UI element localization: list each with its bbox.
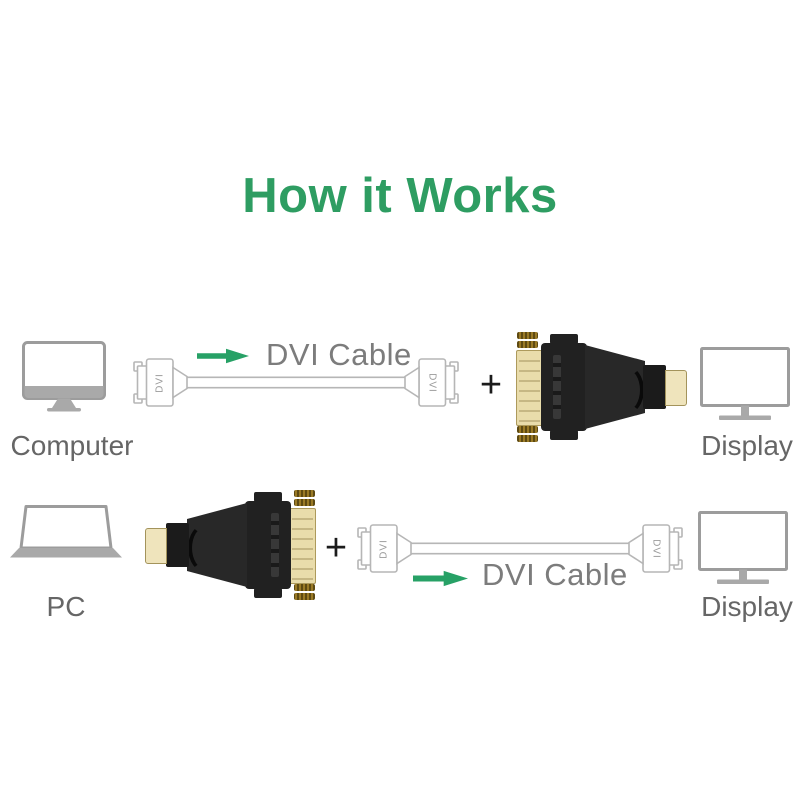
hdmi-gold-tongue [665, 370, 687, 406]
adapter-clamp [550, 334, 578, 344]
display-icon [698, 511, 788, 584]
dvi-screw-post [294, 499, 315, 506]
page-title: How it Works [242, 169, 558, 223]
hdmi-plug [166, 523, 189, 567]
cable-label: DVI Cable [482, 557, 628, 592]
hdmi-gold-tongue [145, 528, 167, 564]
target-device-label: Display [701, 591, 793, 622]
dvi-cable-illustration: DVI DVI [357, 524, 683, 573]
arrow-right-icon [413, 570, 468, 587]
adapter-clamp [254, 588, 282, 598]
hdmi-to-dvi-adapter [145, 489, 318, 601]
target-device-label: Display [701, 430, 793, 461]
source-device-label: Computer [10, 430, 134, 461]
dvi-connector-label: DVI [379, 539, 390, 559]
dvi-connector-label: DVI [155, 373, 166, 393]
dvi-screw-post [517, 332, 538, 339]
dvi-screw-post [517, 435, 538, 442]
adapter-body [541, 343, 587, 431]
arrow-right-icon [197, 348, 249, 364]
computer-icon [22, 341, 106, 412]
adapter-mold-mark [188, 524, 223, 572]
dvi-connector-label: DVI [651, 539, 662, 559]
dvi-screw-post [517, 426, 538, 433]
dvi-to-hdmi-adapter [514, 331, 687, 443]
dvi-connector-label: DVI [427, 373, 438, 393]
adapter-mold-mark [609, 366, 644, 414]
plus-sign: + [479, 364, 503, 406]
adapter-body [245, 501, 291, 589]
cable-label: DVI Cable [266, 337, 412, 372]
dvi-screw-post [294, 584, 315, 591]
adapter-clamp [550, 430, 578, 440]
display-icon [700, 347, 790, 420]
dvi-screw-post [294, 490, 315, 497]
plus-sign: + [324, 527, 348, 569]
dvi-gold-face [289, 508, 316, 584]
dvi-screw-post [294, 593, 315, 600]
dvi-cable-illustration: DVI DVI [133, 358, 459, 407]
hdmi-plug [643, 365, 666, 409]
dvi-gold-face [516, 350, 543, 426]
source-device-label: PC [46, 591, 86, 622]
laptop-icon [10, 505, 122, 558]
dvi-screw-post [517, 341, 538, 348]
